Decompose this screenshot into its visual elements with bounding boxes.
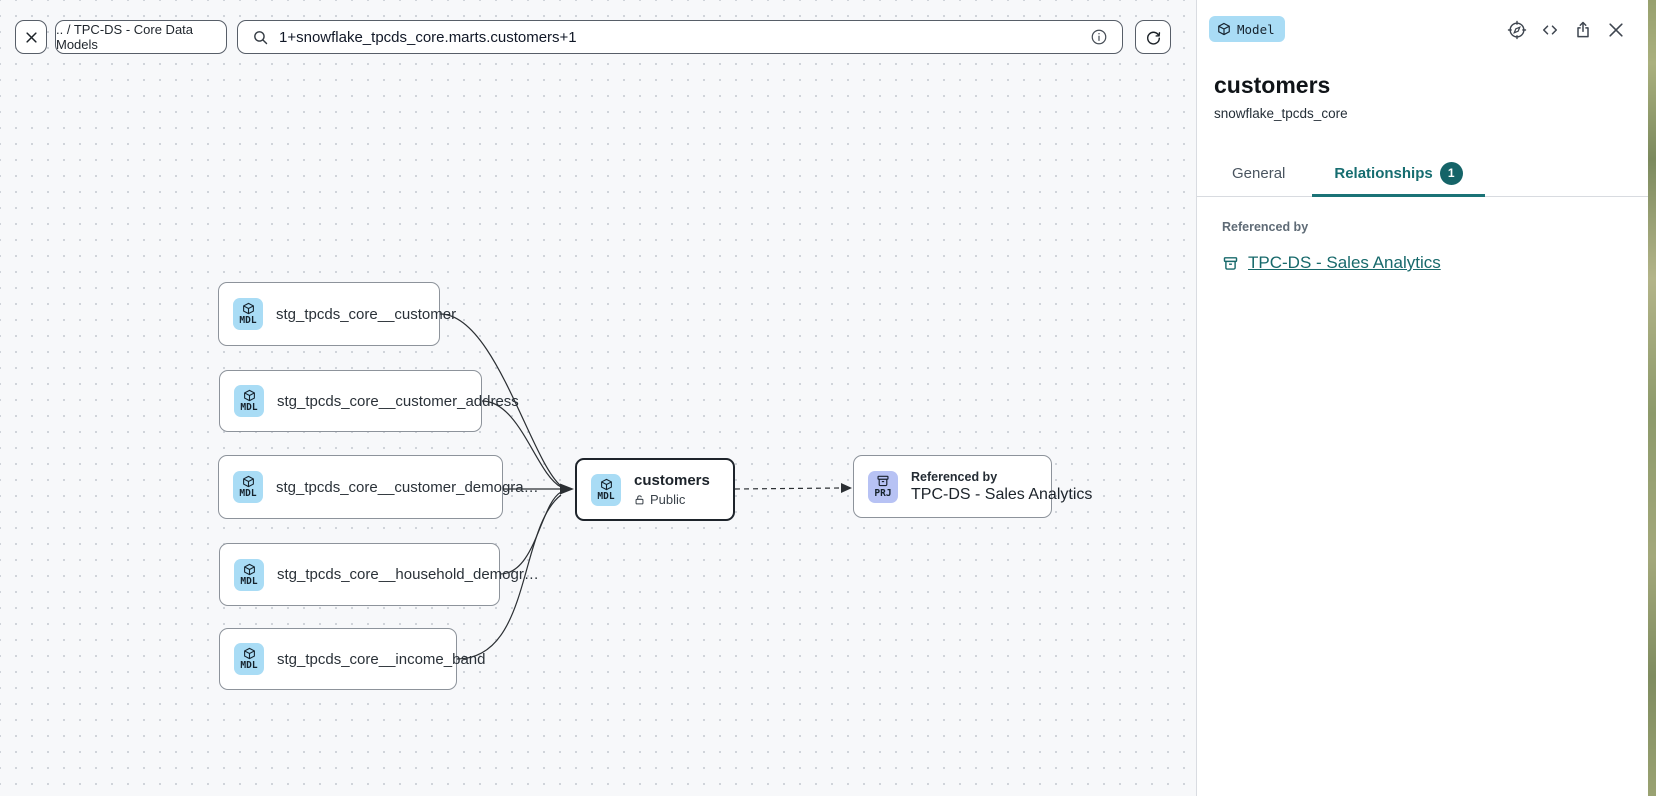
project-badge-tile: PRJ — [868, 470, 898, 503]
refresh-button[interactable] — [1135, 20, 1171, 54]
desktop-edge-artifact — [1648, 0, 1656, 796]
node-customers-selected[interactable]: MDL customers Public — [575, 458, 735, 521]
referenced-by-link[interactable]: TPC-DS - Sales Analytics — [1248, 253, 1441, 272]
node-title: TPC-DS - Sales Analytics — [911, 485, 1093, 503]
model-badge-tile: MDL — [233, 471, 263, 503]
panel-subtitle: snowflake_tpcds_core — [1214, 106, 1348, 121]
share-icon[interactable] — [1573, 20, 1593, 40]
cube-icon — [243, 389, 256, 402]
unlocked-padlock-icon — [634, 494, 645, 506]
model-badge-tile: MDL — [234, 385, 264, 417]
node-stg-customer[interactable]: MDL stg_tpcds_core__customer — [218, 282, 456, 346]
panel-tabs: General Relationships 1 — [1197, 150, 1651, 197]
resource-type-label: Model — [1237, 21, 1275, 37]
archive-icon — [876, 474, 890, 488]
refresh-icon — [1145, 29, 1162, 46]
node-title: customers — [634, 472, 710, 489]
panel-title: customers — [1214, 72, 1331, 98]
cube-icon — [243, 563, 256, 576]
node-stg-customer-address[interactable]: MDL stg_tpcds_core__customer_address — [219, 370, 519, 432]
node-label: stg_tpcds_core__customer_address — [277, 392, 519, 410]
node-label: stg_tpcds_core__household_demogr… — [277, 566, 539, 583]
model-badge-tile: MDL — [234, 558, 264, 591]
info-icon[interactable] — [1090, 28, 1108, 46]
referenced-by-label: Referenced by — [1222, 220, 1309, 234]
cube-icon — [1217, 22, 1231, 36]
node-stg-household-demographics[interactable]: MDL stg_tpcds_core__household_demogr… — [219, 543, 539, 606]
search-icon — [252, 29, 269, 46]
explore-lineage-icon[interactable] — [1507, 20, 1527, 40]
edge-layer — [439, 313, 852, 660]
cube-icon — [242, 475, 255, 488]
node-referenced-by-project[interactable]: PRJ Referenced by TPC-DS - Sales Analyti… — [853, 455, 1092, 518]
breadcrumb[interactable]: .. / TPC-DS - Core Data Models — [55, 20, 227, 54]
resource-type-badge: Model — [1209, 16, 1285, 42]
code-icon[interactable] — [1540, 20, 1560, 40]
model-badge-tile: MDL — [234, 643, 264, 675]
tab-general[interactable]: General — [1232, 164, 1286, 182]
close-icon — [24, 30, 39, 45]
breadcrumb-label: .. / TPC-DS - Core Data Models — [56, 22, 194, 52]
relationships-count-badge: 1 — [1439, 161, 1463, 185]
cube-icon — [243, 647, 256, 660]
lineage-canvas[interactable]: .. / TPC-DS - Core Data Models MDL stg_t… — [0, 0, 1196, 796]
node-stg-income-band[interactable]: MDL stg_tpcds_core__income_band — [219, 628, 485, 690]
referenced-by-link-row[interactable]: TPC-DS - Sales Analytics — [1222, 253, 1441, 273]
node-caption: Referenced by — [911, 469, 998, 484]
node-label: stg_tpcds_core__customer — [276, 305, 457, 323]
node-label: stg_tpcds_core__income_band — [277, 650, 486, 668]
tab-relationships[interactable]: Relationships 1 — [1312, 150, 1486, 197]
details-panel: Model customers snowflake_tpcds_core Gen… — [1196, 0, 1651, 796]
search-input[interactable] — [279, 28, 1080, 46]
node-access-label: Public — [650, 492, 686, 507]
close-panel-icon[interactable] — [1606, 20, 1626, 40]
cube-icon — [600, 478, 613, 491]
lineage-search[interactable] — [237, 20, 1123, 54]
model-badge-tile: MDL — [591, 473, 621, 506]
close-canvas-button[interactable] — [15, 20, 47, 54]
model-badge-tile: MDL — [233, 298, 263, 330]
cube-icon — [242, 302, 255, 315]
node-label: stg_tpcds_core__customer_demogra… — [276, 478, 539, 496]
archive-icon — [1222, 255, 1239, 272]
node-stg-customer-demographics[interactable]: MDL stg_tpcds_core__customer_demogra… — [218, 455, 539, 519]
